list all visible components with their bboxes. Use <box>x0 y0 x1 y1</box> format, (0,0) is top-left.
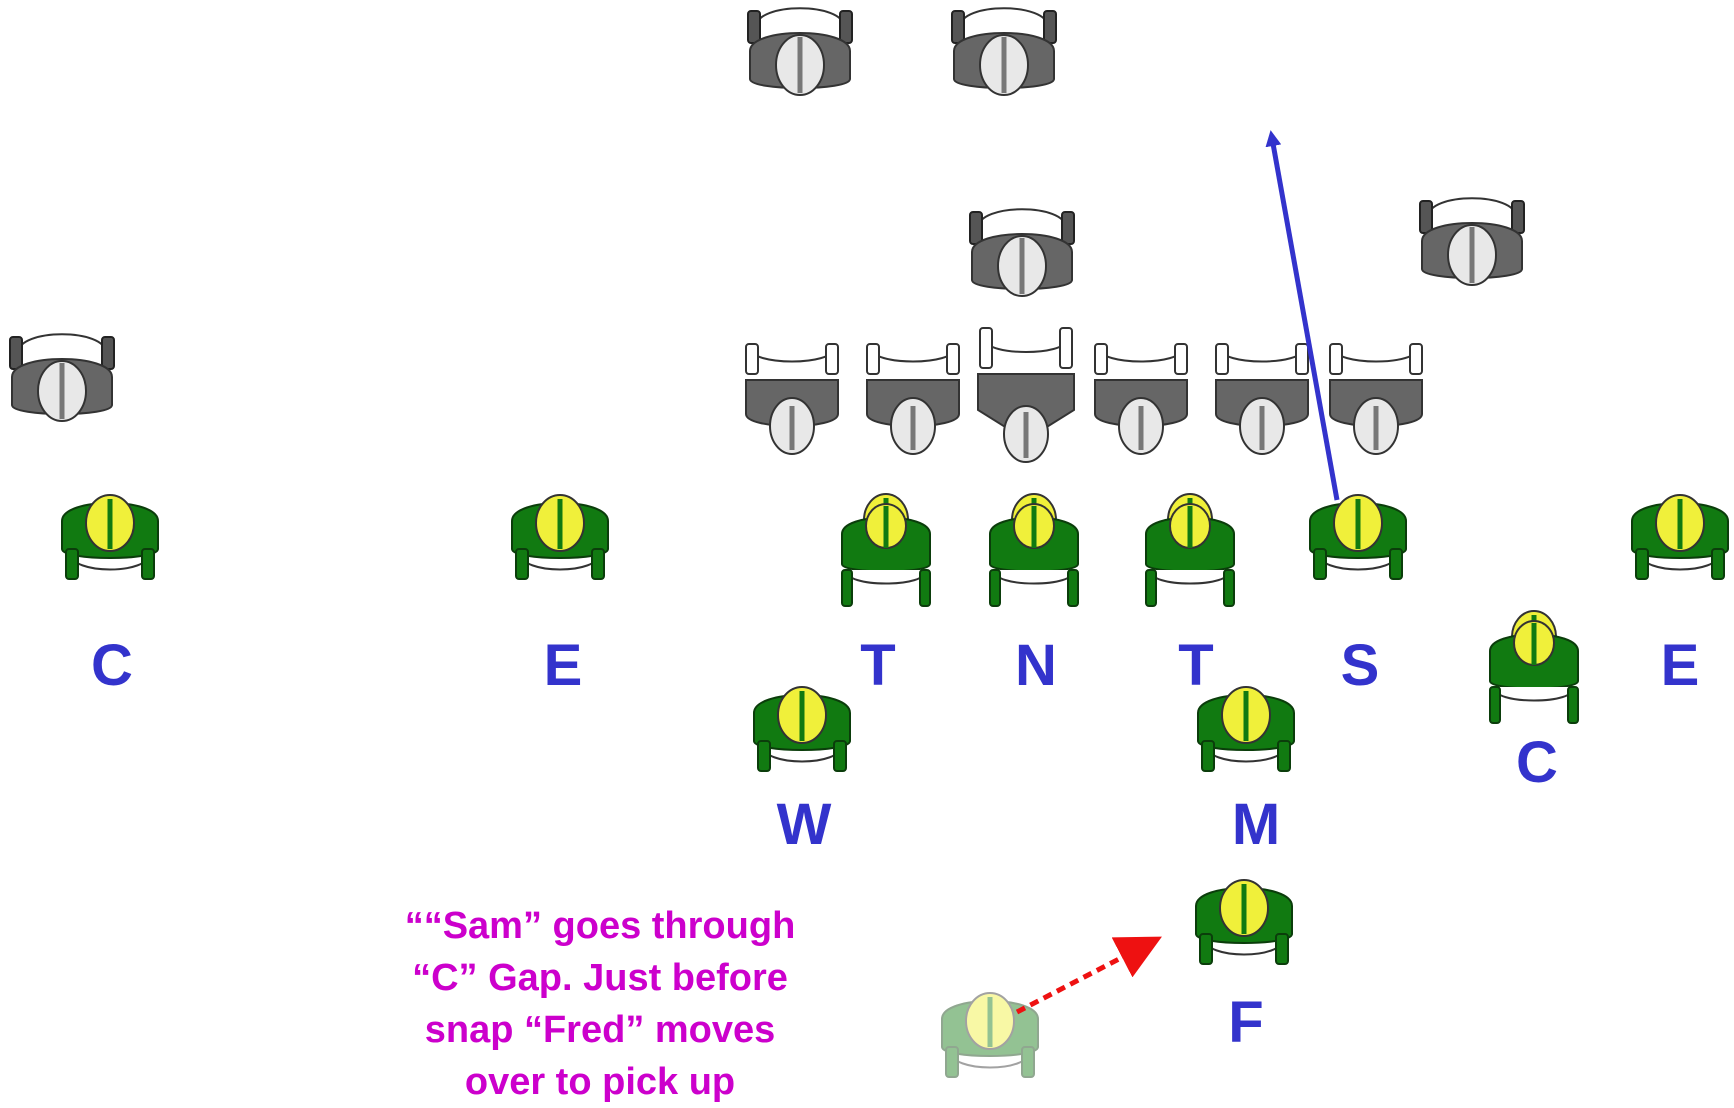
label-m: M <box>1231 792 1281 857</box>
offense-back-left <box>748 8 852 95</box>
sam-blitz-arrow <box>1265 130 1340 501</box>
label-n: N <box>1015 633 1057 698</box>
defender-t-left <box>842 494 930 606</box>
offense-left-tackle <box>746 344 838 454</box>
defender-w <box>754 687 850 771</box>
defender-f-ghost <box>942 993 1038 1077</box>
label-w: W <box>776 792 832 857</box>
label-c-right: C <box>1516 730 1558 795</box>
defender-c-right <box>1490 611 1578 723</box>
offense-wingback <box>1420 198 1524 285</box>
label-e-left: E <box>543 633 583 698</box>
offense-right-guard <box>1095 344 1187 454</box>
defender-s <box>1310 495 1406 579</box>
defender-t-right <box>1146 494 1234 606</box>
note-line: “C” Gap. Just before <box>412 957 788 999</box>
note-line: over to pick up <box>464 1061 736 1103</box>
offense-left-guard <box>867 344 959 454</box>
defender-c-left <box>62 495 158 579</box>
defender-n <box>990 494 1078 606</box>
offense-tight-end <box>1330 344 1422 454</box>
label-c-left: C <box>91 633 133 698</box>
offense-right-tackle <box>1216 344 1308 454</box>
offense-split-end <box>10 334 114 421</box>
offense-back-right <box>952 8 1056 95</box>
label-s: S <box>1340 633 1380 698</box>
offense-quarterback <box>970 209 1074 296</box>
label-t-right: T <box>1178 633 1214 698</box>
defender-f <box>1196 880 1292 964</box>
label-f: F <box>1228 990 1264 1055</box>
label-t-left: T <box>860 633 896 698</box>
note-line: ““Sam” goes through <box>404 905 796 947</box>
label-e-right: E <box>1660 633 1700 698</box>
defender-e-left <box>512 495 608 579</box>
fred-motion-arrow <box>1015 936 1162 1015</box>
offense-center <box>978 328 1074 462</box>
note-line: snap “Fred” moves <box>424 1009 776 1051</box>
defender-m <box>1198 687 1294 771</box>
defender-e-right <box>1632 495 1728 579</box>
coaching-note: ““Sam” goes through “C” Gap. Just before… <box>330 900 870 1108</box>
